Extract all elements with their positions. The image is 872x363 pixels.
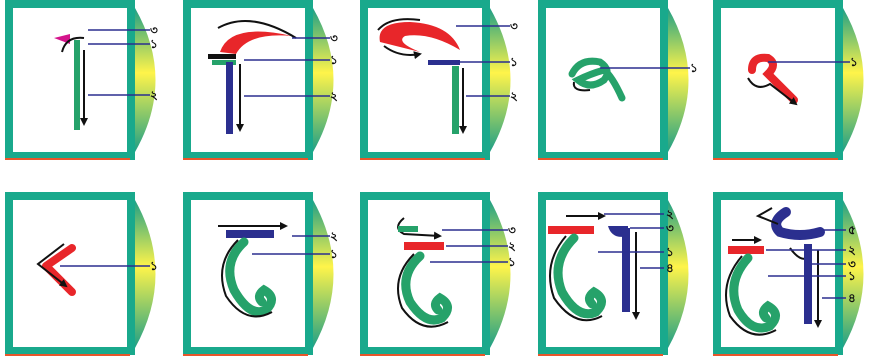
step-label: ২ xyxy=(330,229,338,243)
panel-r1-2: ৩ ১ ২ xyxy=(183,0,338,160)
step-label: ১ xyxy=(330,247,338,261)
step-label: ১ xyxy=(508,255,516,269)
step-label: ১ xyxy=(666,245,674,259)
panel-r1-1: ৩ ১ ২ xyxy=(5,0,158,160)
panel-r1-5: ১ xyxy=(713,0,864,160)
panel-r2-1: ১ xyxy=(5,192,158,355)
step-label: ৩ xyxy=(330,31,338,45)
panel-r2-2: ২ ১ xyxy=(183,192,338,355)
step-label: ৩ xyxy=(508,223,516,237)
step-label: ১ xyxy=(150,259,158,273)
step-label: ২ xyxy=(150,88,158,102)
step-label: ১ xyxy=(150,37,158,51)
panel-r2-3: ৩ ২ ১ xyxy=(360,192,516,355)
step-label: ১ xyxy=(850,55,858,69)
step-label: ১ xyxy=(510,55,518,69)
step-label: ৪ xyxy=(848,291,856,305)
step-label: ৩ xyxy=(510,19,518,33)
panel-r2-5: ৫ ২ ৩ ১ ৪ xyxy=(713,192,864,355)
step-label: ২ xyxy=(666,207,674,221)
panel-r1-4: ১ xyxy=(538,0,698,160)
step-label: ২ xyxy=(508,239,516,253)
panel-r1-3: ৩ ১ ২ xyxy=(360,0,518,160)
step-label: ৫ xyxy=(848,223,856,237)
step-label: ১ xyxy=(690,61,698,75)
step-label: ১ xyxy=(330,53,338,67)
step-label: ৪ xyxy=(666,261,674,275)
step-label: ৩ xyxy=(150,23,158,37)
step-label: ১ xyxy=(848,269,856,283)
panel-r2-4: ২ ৩ ১ ৪ xyxy=(538,192,689,355)
step-label: ২ xyxy=(848,243,856,257)
step-label: ২ xyxy=(510,89,518,103)
step-label: ২ xyxy=(330,89,338,103)
step-label: ৩ xyxy=(666,221,674,235)
